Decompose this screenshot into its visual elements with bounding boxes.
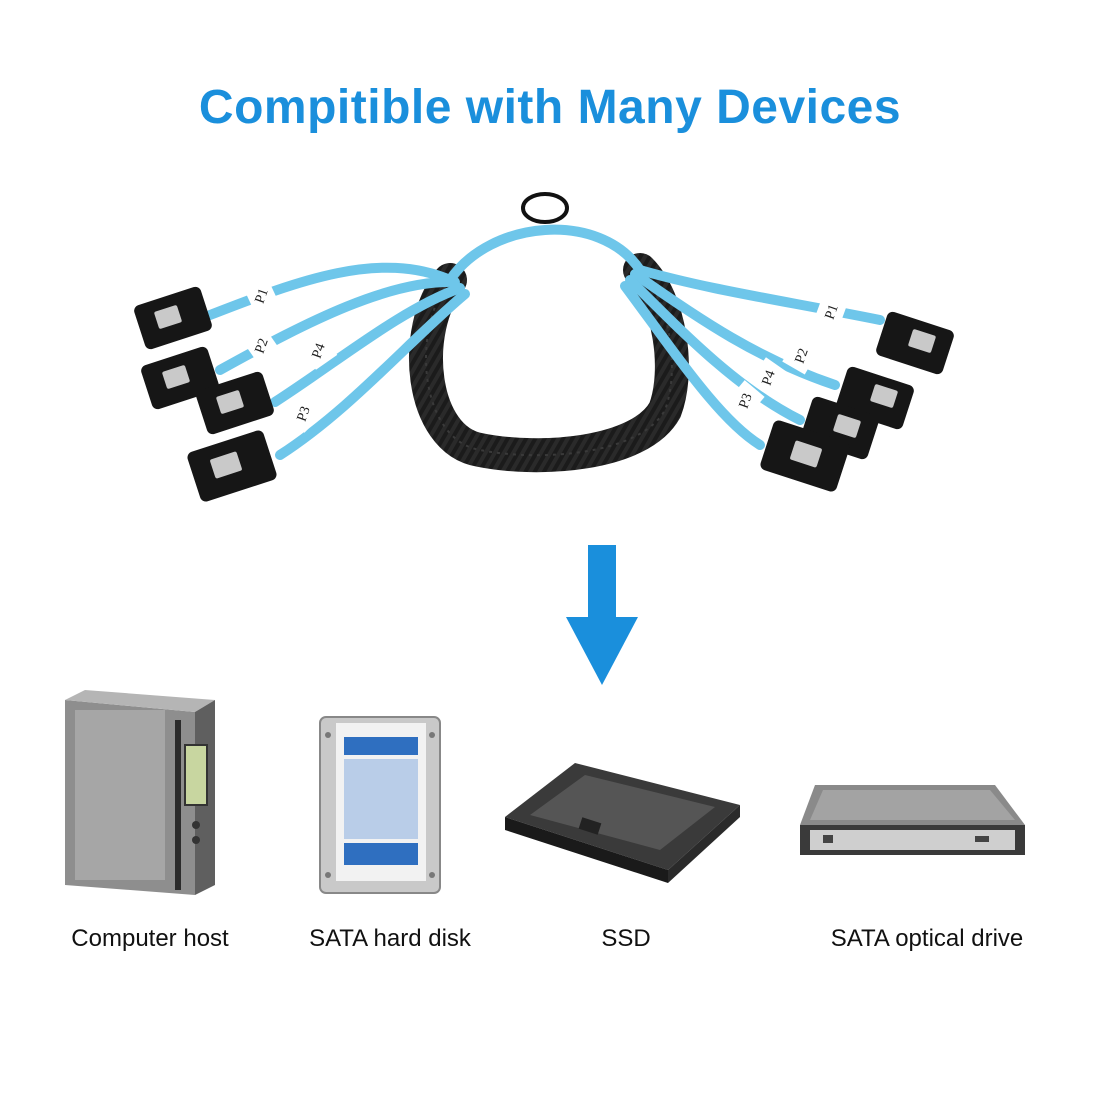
left-label-p2: P2 xyxy=(253,337,272,356)
computer-host-icon xyxy=(65,690,215,895)
optical-drive-icon xyxy=(800,785,1025,855)
left-label-p4: P4 xyxy=(310,342,329,361)
right-label-p3: P3 xyxy=(737,392,756,411)
down-arrow-icon xyxy=(566,545,638,685)
right-label-p2: P2 xyxy=(793,347,812,366)
device-computer-host xyxy=(55,690,225,905)
device-label-computer-host: Computer host xyxy=(71,925,229,952)
device-label-sata-hard-disk: SATA hard disk xyxy=(309,925,471,952)
left-label-p1: P1 xyxy=(253,287,272,306)
device-label-sata-optical-drive: SATA optical drive xyxy=(830,925,1024,952)
device-sata-hard-disk xyxy=(318,715,443,895)
ssd-icon xyxy=(505,763,740,883)
left-port-labels: P1 P2 P4 P3 xyxy=(241,275,338,433)
hard-disk-icon xyxy=(319,716,441,894)
left-connectors xyxy=(134,286,277,502)
left-label-p3: P3 xyxy=(295,405,314,424)
page-title: Compitible with Many Devices xyxy=(198,81,902,134)
right-label-p1: P1 xyxy=(823,303,842,322)
right-port-labels: P1 P2 P4 P3 xyxy=(725,292,849,420)
device-label-ssd: SSD xyxy=(601,925,651,952)
cable-tie xyxy=(521,192,569,224)
sata-cable-image: P1 P2 P4 P3 P1 P2 P4 P3 xyxy=(134,192,954,502)
device-ssd xyxy=(500,755,745,885)
device-sata-optical-drive xyxy=(795,780,1030,860)
right-label-p4: P4 xyxy=(760,369,779,388)
